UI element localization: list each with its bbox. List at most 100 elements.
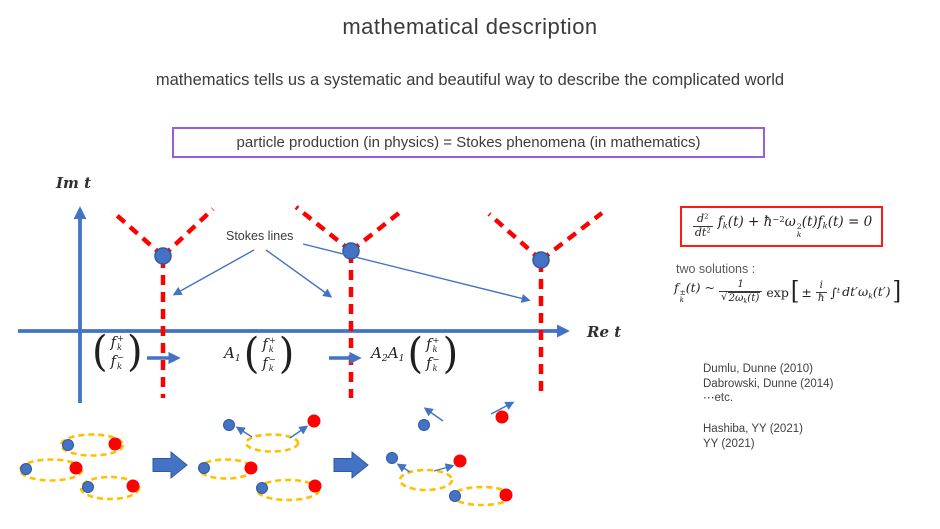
paren-left: ( bbox=[407, 329, 424, 379]
particle-dot-blue bbox=[386, 452, 398, 464]
k-sub: k bbox=[116, 360, 123, 371]
solution-lhs: f±k(t) ~ bbox=[674, 280, 715, 305]
particle-dot-blue bbox=[20, 463, 32, 475]
paren-right: ) bbox=[127, 327, 143, 377]
stage-arrow-1 bbox=[152, 450, 188, 480]
pointer-arrow-1 bbox=[172, 249, 255, 296]
vector-column: f+k f−k bbox=[111, 333, 124, 371]
particle-dot-blue bbox=[418, 419, 430, 431]
reference-list-2: Hashiba, YY (2021) YY (2021) bbox=[703, 422, 803, 451]
pair-group-final bbox=[386, 401, 515, 507]
particle-dot-red bbox=[495, 410, 509, 424]
stokes-pointer-arrows bbox=[172, 243, 531, 303]
complex-plane-diagram: Im t Re t Stokes lines bbox=[18, 174, 621, 507]
stage-arrow-2 bbox=[333, 450, 369, 480]
reference-line: Dabrowski, Dunne (2014) bbox=[703, 377, 834, 390]
reference-list-1: Dumlu, Dunne (2010) Dabrowski, Dunne (20… bbox=[703, 362, 833, 406]
wkb-solution: f±k(t) ~ 1 √2ωk(t) exp [ ± i ħ ∫t dt′ωk(… bbox=[674, 277, 902, 306]
two-solutions-label: two solutions : bbox=[676, 262, 756, 276]
escape-arrow bbox=[433, 463, 455, 473]
stokes-arm-right bbox=[161, 207, 215, 258]
integrand: dt′ωk(t′) bbox=[842, 283, 891, 301]
stokes-structure-1 bbox=[110, 207, 215, 398]
particle-dot-blue bbox=[449, 490, 461, 502]
bracket-left: [ bbox=[790, 277, 800, 306]
particle-dot-red bbox=[126, 479, 140, 493]
f-symbol: f bbox=[262, 336, 268, 353]
stokes-arm-right bbox=[349, 207, 406, 253]
im-axis-label: Im t bbox=[55, 174, 91, 192]
k-sub: k bbox=[116, 341, 123, 352]
plus-minus: ± bbox=[801, 284, 812, 300]
particle-dot-red bbox=[308, 479, 322, 493]
stokes-arm-right bbox=[539, 211, 604, 262]
minus-sup: − bbox=[432, 354, 440, 365]
integral: ∫t bbox=[830, 284, 841, 300]
particle-dot-red bbox=[244, 461, 258, 475]
particle-dot-red bbox=[453, 454, 467, 468]
stokes-lines-label: Stokes lines bbox=[226, 229, 293, 243]
i-over-hbar: i ħ bbox=[815, 278, 827, 304]
reference-line: Hashiba, YY (2021) bbox=[703, 423, 803, 435]
coefficient-a1: A1 bbox=[224, 344, 241, 364]
prefactor-fraction: 1 √2ωk(t) bbox=[718, 278, 763, 305]
mode-vector-a2a1: A2A1 ( f+k f−k ) bbox=[371, 329, 459, 379]
paren-left: ( bbox=[92, 327, 108, 377]
coefficient-a2a1: A2A1 bbox=[371, 344, 405, 364]
minus-sup: − bbox=[268, 354, 276, 365]
turning-point-dot-1 bbox=[154, 247, 172, 265]
paren-left: ( bbox=[243, 329, 260, 379]
reference-line: ⋯etc. bbox=[703, 392, 734, 404]
bracket-right: ] bbox=[892, 277, 902, 306]
vector-column: f+k f−k bbox=[262, 335, 275, 373]
f-symbol: f bbox=[426, 336, 432, 353]
pointer-arrow-2 bbox=[265, 249, 333, 298]
page-title: mathematical description bbox=[342, 14, 598, 39]
pair-ellipse bbox=[59, 433, 125, 457]
particle-dot-blue bbox=[62, 439, 74, 451]
pair-ellipse-opening bbox=[398, 468, 454, 492]
pair-group-initial bbox=[18, 433, 141, 501]
reference-line: Dumlu, Dunne (2010) bbox=[703, 363, 813, 375]
mode-vector-a1: A1 ( f+k f−k ) bbox=[224, 329, 295, 379]
d2dt2-fraction: d2 dt2 bbox=[692, 212, 713, 239]
reference-line: YY (2021) bbox=[703, 437, 755, 450]
particle-dot-red bbox=[499, 488, 513, 502]
paren-right: ) bbox=[442, 329, 459, 379]
particle-dot-red bbox=[108, 437, 122, 451]
minus-sup: − bbox=[116, 352, 125, 363]
particle-dot-red bbox=[69, 461, 83, 475]
paren-right: ) bbox=[278, 329, 295, 379]
sqrt-sign: √ bbox=[720, 290, 728, 303]
particle-dot-blue bbox=[256, 482, 268, 494]
stokes-arm-left bbox=[487, 212, 543, 262]
particle-dot-blue bbox=[82, 481, 94, 493]
key-statement-box: particle production (in physics) = Stoke… bbox=[172, 127, 765, 158]
plus-sup: + bbox=[268, 335, 276, 346]
pair-ellipse-opening bbox=[244, 433, 300, 453]
re-axis-label: Re t bbox=[586, 323, 621, 341]
k-sub: k bbox=[268, 343, 274, 354]
free-particle-arrow bbox=[423, 407, 444, 422]
stokes-structure-3 bbox=[487, 211, 604, 397]
pointer-arrow-3 bbox=[302, 243, 531, 303]
f-symbol: f bbox=[110, 334, 116, 351]
escape-arrow bbox=[396, 463, 411, 473]
k-sub: k bbox=[268, 362, 274, 373]
escape-arrow bbox=[235, 426, 253, 438]
k-sub: k bbox=[432, 362, 438, 373]
k-sub: k bbox=[432, 343, 438, 354]
pair-group-partial bbox=[197, 414, 322, 502]
vector-column: f+k f−k bbox=[426, 335, 439, 373]
f-symbol: f bbox=[110, 353, 116, 370]
plus-sup: + bbox=[116, 333, 125, 344]
particle-dot-blue bbox=[198, 462, 210, 474]
free-particle-arrow bbox=[490, 401, 515, 415]
stokes-structure-2 bbox=[294, 205, 406, 398]
stokes-arm-left bbox=[110, 209, 165, 258]
turning-point-dot-3 bbox=[532, 251, 550, 269]
exp-label: exp bbox=[766, 284, 789, 300]
